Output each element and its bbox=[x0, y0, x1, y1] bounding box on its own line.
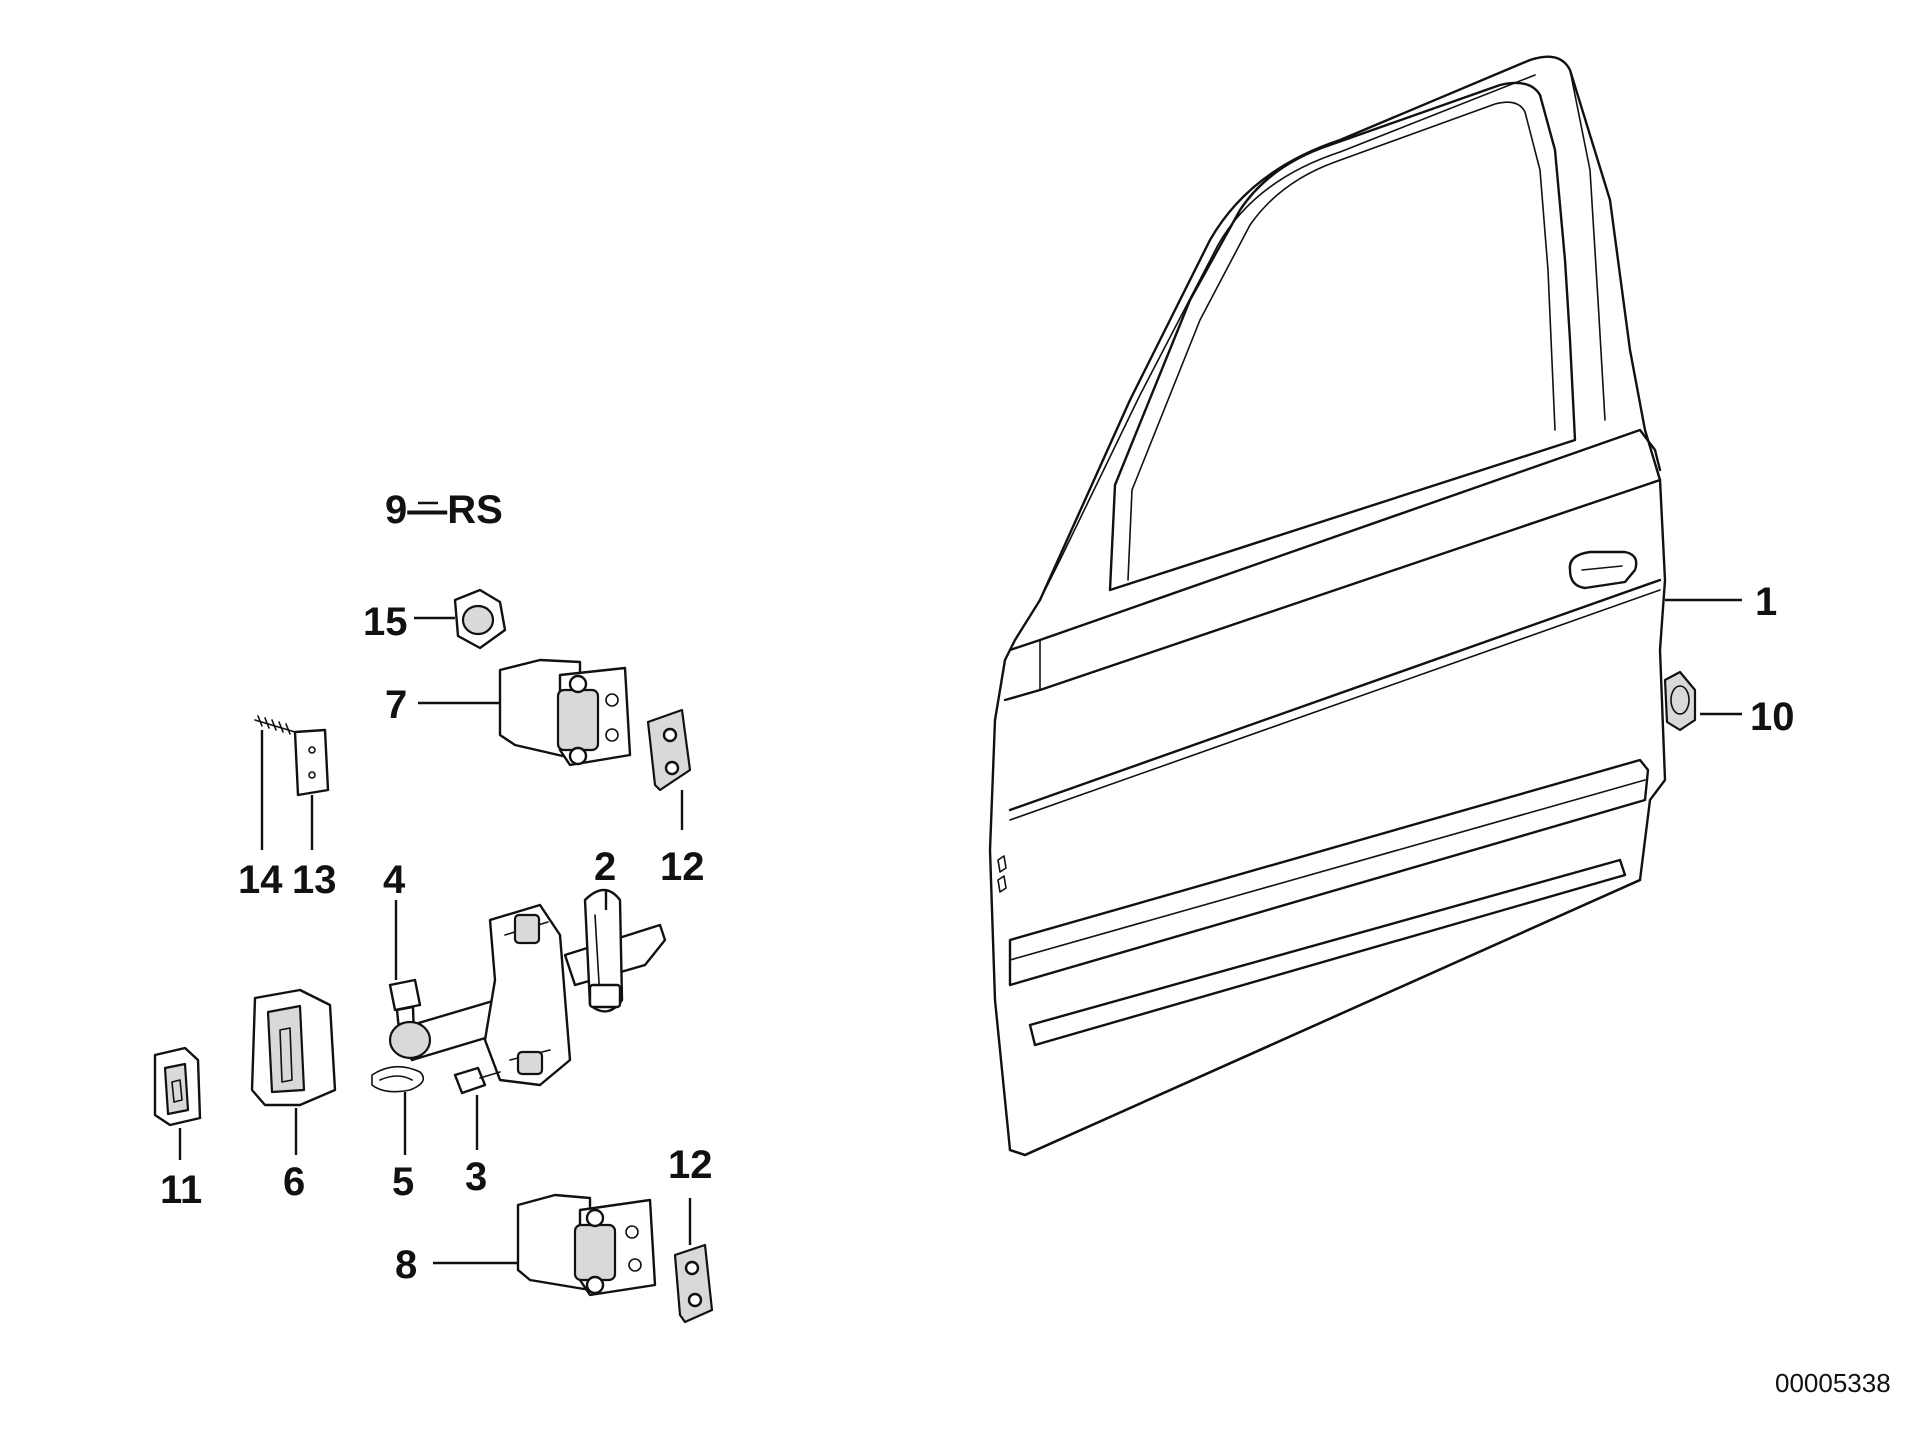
variant-label: 9—RS bbox=[385, 488, 503, 532]
part-14-spring-pin bbox=[254, 715, 296, 735]
part-7-upper-hinge bbox=[498, 658, 632, 767]
callout-4: 4 bbox=[383, 858, 406, 902]
part-12-lower-shim bbox=[673, 1243, 714, 1324]
leader-lines bbox=[178, 501, 1742, 1265]
callout-14: 14 bbox=[238, 858, 283, 902]
part-8-lower-hinge bbox=[516, 1193, 657, 1297]
part-13-plate bbox=[293, 728, 330, 797]
callout-1: 1 bbox=[1755, 580, 1777, 624]
part-5-clip bbox=[371, 1065, 425, 1093]
part-10-clip bbox=[1663, 670, 1697, 732]
callout-7: 7 bbox=[385, 683, 407, 727]
callout-15: 15 bbox=[363, 600, 408, 644]
callout-12-upper: 12 bbox=[660, 845, 705, 889]
callout-11: 11 bbox=[160, 1168, 202, 1212]
drawing-number: 00005338 bbox=[1775, 1368, 1891, 1398]
part-15-nut bbox=[453, 588, 507, 650]
callout-13: 13 bbox=[292, 858, 337, 902]
part-6-gasket bbox=[250, 988, 337, 1107]
door-shell bbox=[988, 55, 1667, 1157]
callout-6: 6 bbox=[283, 1160, 305, 1204]
part-3-screw bbox=[453, 1066, 501, 1095]
part-11-grommet bbox=[153, 1046, 202, 1127]
part-2-door-check bbox=[388, 888, 667, 1087]
callout-8: 8 bbox=[395, 1243, 417, 1287]
callout-10: 10 bbox=[1750, 695, 1795, 739]
callout-5: 5 bbox=[392, 1160, 414, 1204]
callout-3: 3 bbox=[465, 1155, 487, 1199]
callout-2: 2 bbox=[594, 845, 616, 889]
part-12-upper-shim bbox=[646, 708, 692, 792]
callout-12-lower: 12 bbox=[668, 1143, 713, 1187]
